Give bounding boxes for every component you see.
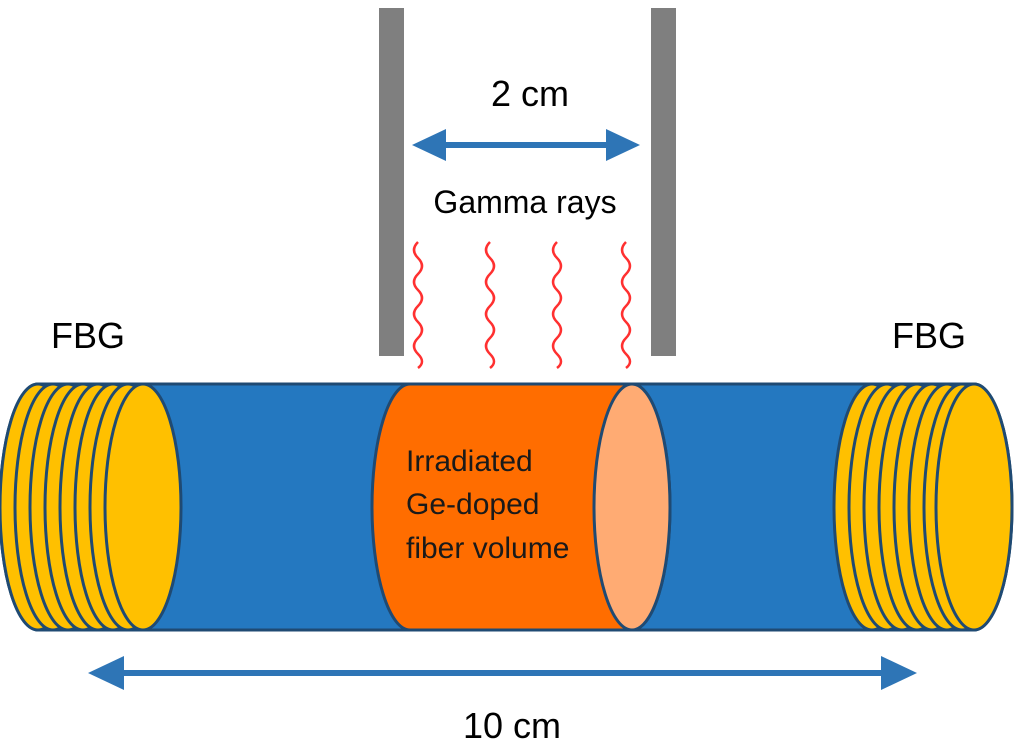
irradiated-label-line2: Ge-doped [406, 488, 539, 521]
top-width-label: 2 cm [491, 73, 569, 114]
fbg-right-grating [832, 382, 1014, 632]
shield-wall-right [651, 8, 676, 356]
gamma-ray-icon [412, 241, 424, 369]
fbg-left-grating [0, 382, 183, 632]
gamma-ray-icon [551, 241, 563, 369]
fbg-left-label: FBG [51, 315, 125, 356]
fbg-right-label: FBG [892, 315, 966, 356]
top-width-arrow-icon [412, 129, 640, 161]
shield-wall-left [379, 8, 404, 356]
gamma-ray-icon [620, 241, 632, 369]
irradiated-label-line1: Irradiated [406, 445, 533, 478]
total-length-arrow-icon [88, 656, 917, 690]
gamma-rays-label: Gamma rays [433, 184, 616, 220]
gamma-ray-icon [484, 241, 496, 369]
irradiated-label-line3: fiber volume [406, 532, 569, 565]
irradiated-zone-face [592, 382, 672, 632]
total-length-label: 10 cm [463, 705, 561, 746]
gamma-ray-waves [412, 241, 632, 369]
